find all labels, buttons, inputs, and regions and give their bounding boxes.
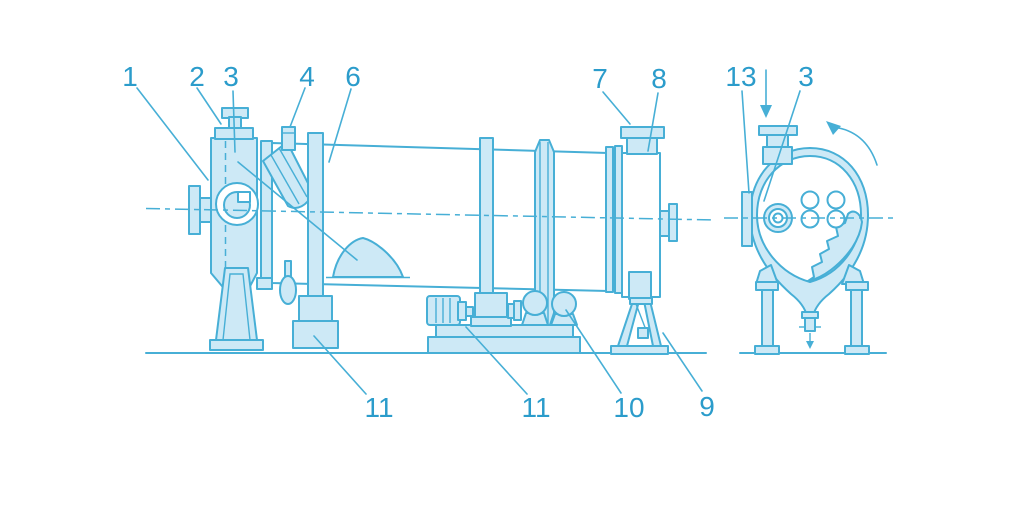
stand-bracket: [628, 271, 652, 300]
end-stub: [659, 210, 670, 237]
motor-end-cap: [457, 301, 467, 321]
callout-3-end: 3: [798, 61, 814, 92]
support-roller-1: [522, 290, 548, 316]
leader-3: [232, 90, 236, 153]
tube-1: [800, 190, 820, 210]
feed-chute-hatch-2: [278, 147, 308, 198]
tube-2: [826, 190, 846, 210]
leg-right-column: [850, 289, 863, 347]
callout-6: 6: [345, 61, 361, 92]
stand-top-plate: [629, 297, 653, 305]
leg-left-foot: [754, 345, 780, 355]
feed-end-support: [209, 267, 264, 351]
leader-3-extension: [237, 161, 358, 261]
drum-shell: [262, 126, 609, 305]
callout-leaders: [136, 87, 801, 395]
stand-base-plate: [610, 345, 669, 355]
rotation-arrow-icon: [826, 121, 841, 135]
outlet-stub: [804, 317, 816, 332]
reducer-pedestal: [474, 292, 508, 320]
end-stub-flange: [668, 203, 678, 242]
head-bottom-step: [256, 277, 273, 290]
leader-11-left: [313, 335, 367, 395]
callout-1: 1: [122, 61, 138, 92]
seal-plate: [741, 191, 753, 247]
feed-chute-hatch-1: [270, 154, 300, 205]
feed-arrow-icon: [760, 105, 772, 118]
stand-block: [637, 327, 649, 339]
callout-2: 2: [189, 61, 205, 92]
callout-13: 13: [725, 61, 756, 92]
coupling-2b: [513, 300, 522, 321]
callout-4: 4: [299, 61, 315, 92]
end-nozzle-flange: [758, 125, 798, 136]
material-pile-end-view: [807, 210, 863, 282]
reducer-foot: [470, 316, 512, 327]
roller-mount-1: [521, 312, 549, 326]
seal-ring-1: [605, 146, 614, 293]
leader-3-end-view: [763, 90, 801, 202]
leader-6: [328, 88, 352, 163]
leg-left-top-flange: [755, 281, 779, 291]
discharge-arrow-icon: [806, 341, 814, 349]
callout-8: 8: [651, 63, 667, 94]
callout-numbers: 1 2 3 4 6 7 8 13 3 11 11 10 9: [122, 61, 814, 423]
stand-brace: [635, 303, 647, 331]
shell-fitting: [281, 126, 296, 151]
drum-centerline: [145, 207, 715, 221]
gas-outlet-neck: [626, 137, 658, 155]
leg-left-column: [761, 289, 774, 347]
ring-1-pedestal-base: [292, 320, 339, 349]
callout-10: 10: [613, 392, 644, 423]
tube-4: [826, 209, 846, 229]
leader-11-mid: [465, 326, 528, 395]
leader-9: [662, 332, 703, 392]
a-frame-base-plate: [209, 339, 264, 351]
leader-1: [136, 87, 209, 181]
material-pile: [332, 237, 404, 278]
feed-head-assembly: [188, 107, 273, 293]
ring-band-1: [307, 132, 324, 298]
drive-unit: [426, 290, 581, 354]
sight-glass-notch: [237, 191, 251, 203]
callout-11-mid: 11: [521, 392, 550, 423]
side-view: [145, 107, 715, 355]
drain-capsule: [279, 275, 297, 305]
leader-7: [602, 91, 631, 125]
end-view: [724, 69, 898, 355]
callout-3: 3: [223, 61, 239, 92]
riding-ring-1: [292, 132, 339, 349]
drive-base-lower: [427, 336, 581, 354]
leader-10: [565, 309, 622, 394]
tube-3: [800, 209, 820, 229]
leader-4: [289, 87, 306, 128]
coupling-1: [465, 306, 474, 317]
callout-7: 7: [592, 63, 608, 94]
seal-ring-2: [614, 145, 623, 294]
leader-8: [647, 92, 659, 152]
leader-2: [196, 87, 222, 125]
stand-leg-left: [617, 300, 640, 347]
gas-outlet-flange: [620, 126, 665, 139]
callout-9: 9: [699, 391, 715, 422]
leader-13: [741, 90, 750, 194]
stand-leg-right: [643, 300, 662, 347]
ring-1-pedestal-cap: [298, 295, 333, 322]
callout-11-left: 11: [364, 392, 393, 423]
leg-right-foot: [844, 345, 870, 355]
support-roller-2: [551, 291, 577, 317]
discharge-assembly: [605, 126, 678, 355]
leg-right-top-flange: [845, 281, 869, 291]
